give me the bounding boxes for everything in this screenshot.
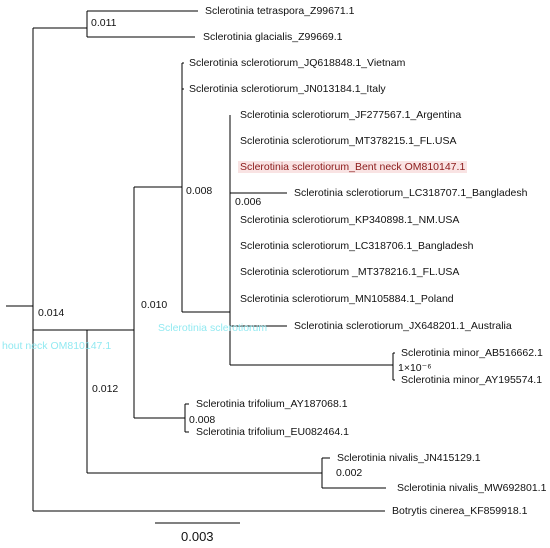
taxon-poland: Sclerotinia sclerotiorum_MN105884.1_Pola… (240, 293, 454, 305)
taxon-fl-usa-2: Sclerotinia sclerotiorum _MT378216.1_FL.… (240, 266, 460, 278)
taxon-nm-usa: Sclerotinia sclerotiorum_KP340898.1_NM.U… (240, 214, 460, 226)
ghost-label-left: hout neck OM810147.1 (2, 340, 112, 352)
taxon-botrytis: Botrytis cinerea_KF859918.1 (392, 505, 528, 517)
taxon-tetraspora: Sclerotinia tetraspora_Z99671.1 (205, 5, 355, 17)
taxon-fl-usa-1: Sclerotinia sclerotiorum_MT378215.1_FL.U… (240, 135, 457, 147)
taxon-trifolium-1: Sclerotinia trifolium_AY187068.1 (196, 398, 348, 410)
taxon-trifolium-2: Sclerotinia trifolium_EU082464.1 (196, 426, 349, 438)
taxon-australia: Sclerotinia sclerotiorum_JX648201.1_Aust… (294, 320, 512, 332)
taxon-italy: Sclerotinia sclerotiorum_JN013184.1_Ital… (189, 83, 386, 95)
taxon-nivalis-1: Sclerotinia nivalis_JN415129.1 (337, 452, 481, 464)
branch-length-011: 0.011 (91, 17, 117, 29)
branch-length-010: 0.010 (141, 299, 168, 311)
taxon-bent-neck-highlighted: Sclerotinia sclerotiorum_Bent neck OM810… (238, 161, 468, 173)
taxon-bangladesh-1: Sclerotinia sclerotiorum_LC318707.1_Bang… (294, 187, 528, 199)
ghost-label-mid: Sclerotinia sclerotiorum (158, 322, 268, 334)
branch-length-002: 0.002 (336, 467, 363, 479)
taxon-nivalis-2: Sclerotinia nivalis_MW692801.1 (397, 482, 547, 494)
taxon-vietnam: Sclerotinia sclerotiorum_JQ618848.1_Viet… (189, 57, 406, 69)
branch-length-006: 0.006 (235, 196, 262, 208)
scale-bar-label: 0.003 (181, 529, 214, 544)
taxon-minor-2: Sclerotinia minor_AY195574.1 (401, 374, 543, 386)
branch-length-014: 0.014 (38, 307, 65, 319)
branch-length-minor: 1×10⁻⁶ (398, 362, 432, 374)
branch-length-008-a: 0.008 (186, 185, 213, 197)
taxon-bangladesh-2: Sclerotinia sclerotiorum_LC318706.1_Bang… (240, 240, 474, 252)
taxon-argentina: Sclerotinia sclerotiorum_JF277567.1_Arge… (240, 109, 462, 121)
branch-length-008-b: 0.008 (189, 414, 216, 426)
branch-length-012: 0.012 (92, 383, 119, 395)
taxon-glacialis: Sclerotinia glacialis_Z99669.1 (203, 31, 343, 43)
taxon-minor-1: Sclerotinia minor_AB516662.1 (401, 347, 543, 359)
